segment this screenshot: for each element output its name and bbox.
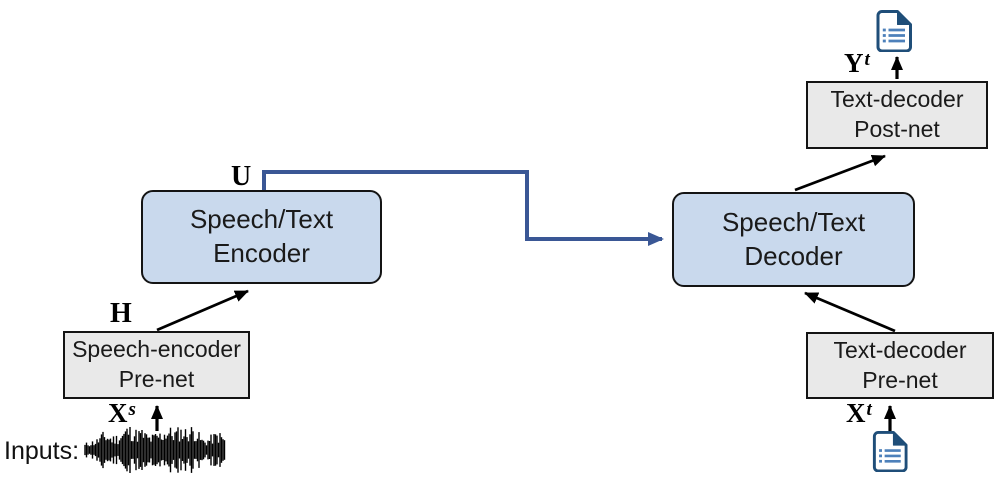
text-decoder-postnet-box: Text-decoder Post-net xyxy=(806,81,988,149)
speech-prenet-label-line1: Speech-encoder xyxy=(72,336,241,363)
decoder-label-line2: Decoder xyxy=(744,240,843,271)
speech-encoder-prenet-box: Speech-encoder Pre-net xyxy=(63,331,250,399)
label-xs-sup: s xyxy=(128,399,136,420)
label-xt-sup: t xyxy=(866,399,872,420)
decoder-label-line1: Speech/Text xyxy=(721,206,866,237)
text-postnet-label-line1: Text-decoder xyxy=(830,86,964,113)
inputs-label: Inputs: xyxy=(4,437,80,465)
arrow-decoder-to-postnet xyxy=(794,154,886,192)
encoder-label-line1: Speech/Text xyxy=(189,204,334,235)
label-xt-base: X xyxy=(846,398,866,428)
label-yt-sup: t xyxy=(864,49,870,70)
label-y-t: Yt xyxy=(844,48,870,79)
label-x-t: Xt xyxy=(846,398,872,429)
speech-text-encoder-box: Speech/Text Encoder xyxy=(141,190,382,284)
arrow-text-prenet-to-decoder xyxy=(804,291,896,333)
text-decoder-prenet-box: Text-decoder Pre-net xyxy=(806,332,994,399)
text-document-icon-output xyxy=(876,10,912,52)
label-x-s: Xs xyxy=(108,398,136,429)
text-document-icon-input xyxy=(872,431,908,472)
label-h-text: H xyxy=(110,298,132,329)
text-postnet-label-line2: Post-net xyxy=(854,116,940,142)
speech-text-decoder-box: Speech/Text Decoder xyxy=(672,192,915,287)
text-prenet-label-line2: Pre-net xyxy=(862,366,938,393)
label-u: U xyxy=(231,161,251,193)
speech-waveform-icon xyxy=(84,427,226,473)
label-u-text: U xyxy=(231,161,252,192)
encoder-label-line2: Encoder xyxy=(213,238,310,268)
text-prenet-label-line1: Text-decoder xyxy=(833,336,967,363)
speech-prenet-label-line2: Pre-net xyxy=(118,366,195,392)
arrow-speech-prenet-to-encoder xyxy=(156,289,249,332)
label-xs-base: X xyxy=(108,398,128,428)
label-h: H xyxy=(110,298,132,330)
label-yt-base: Y xyxy=(844,48,864,78)
